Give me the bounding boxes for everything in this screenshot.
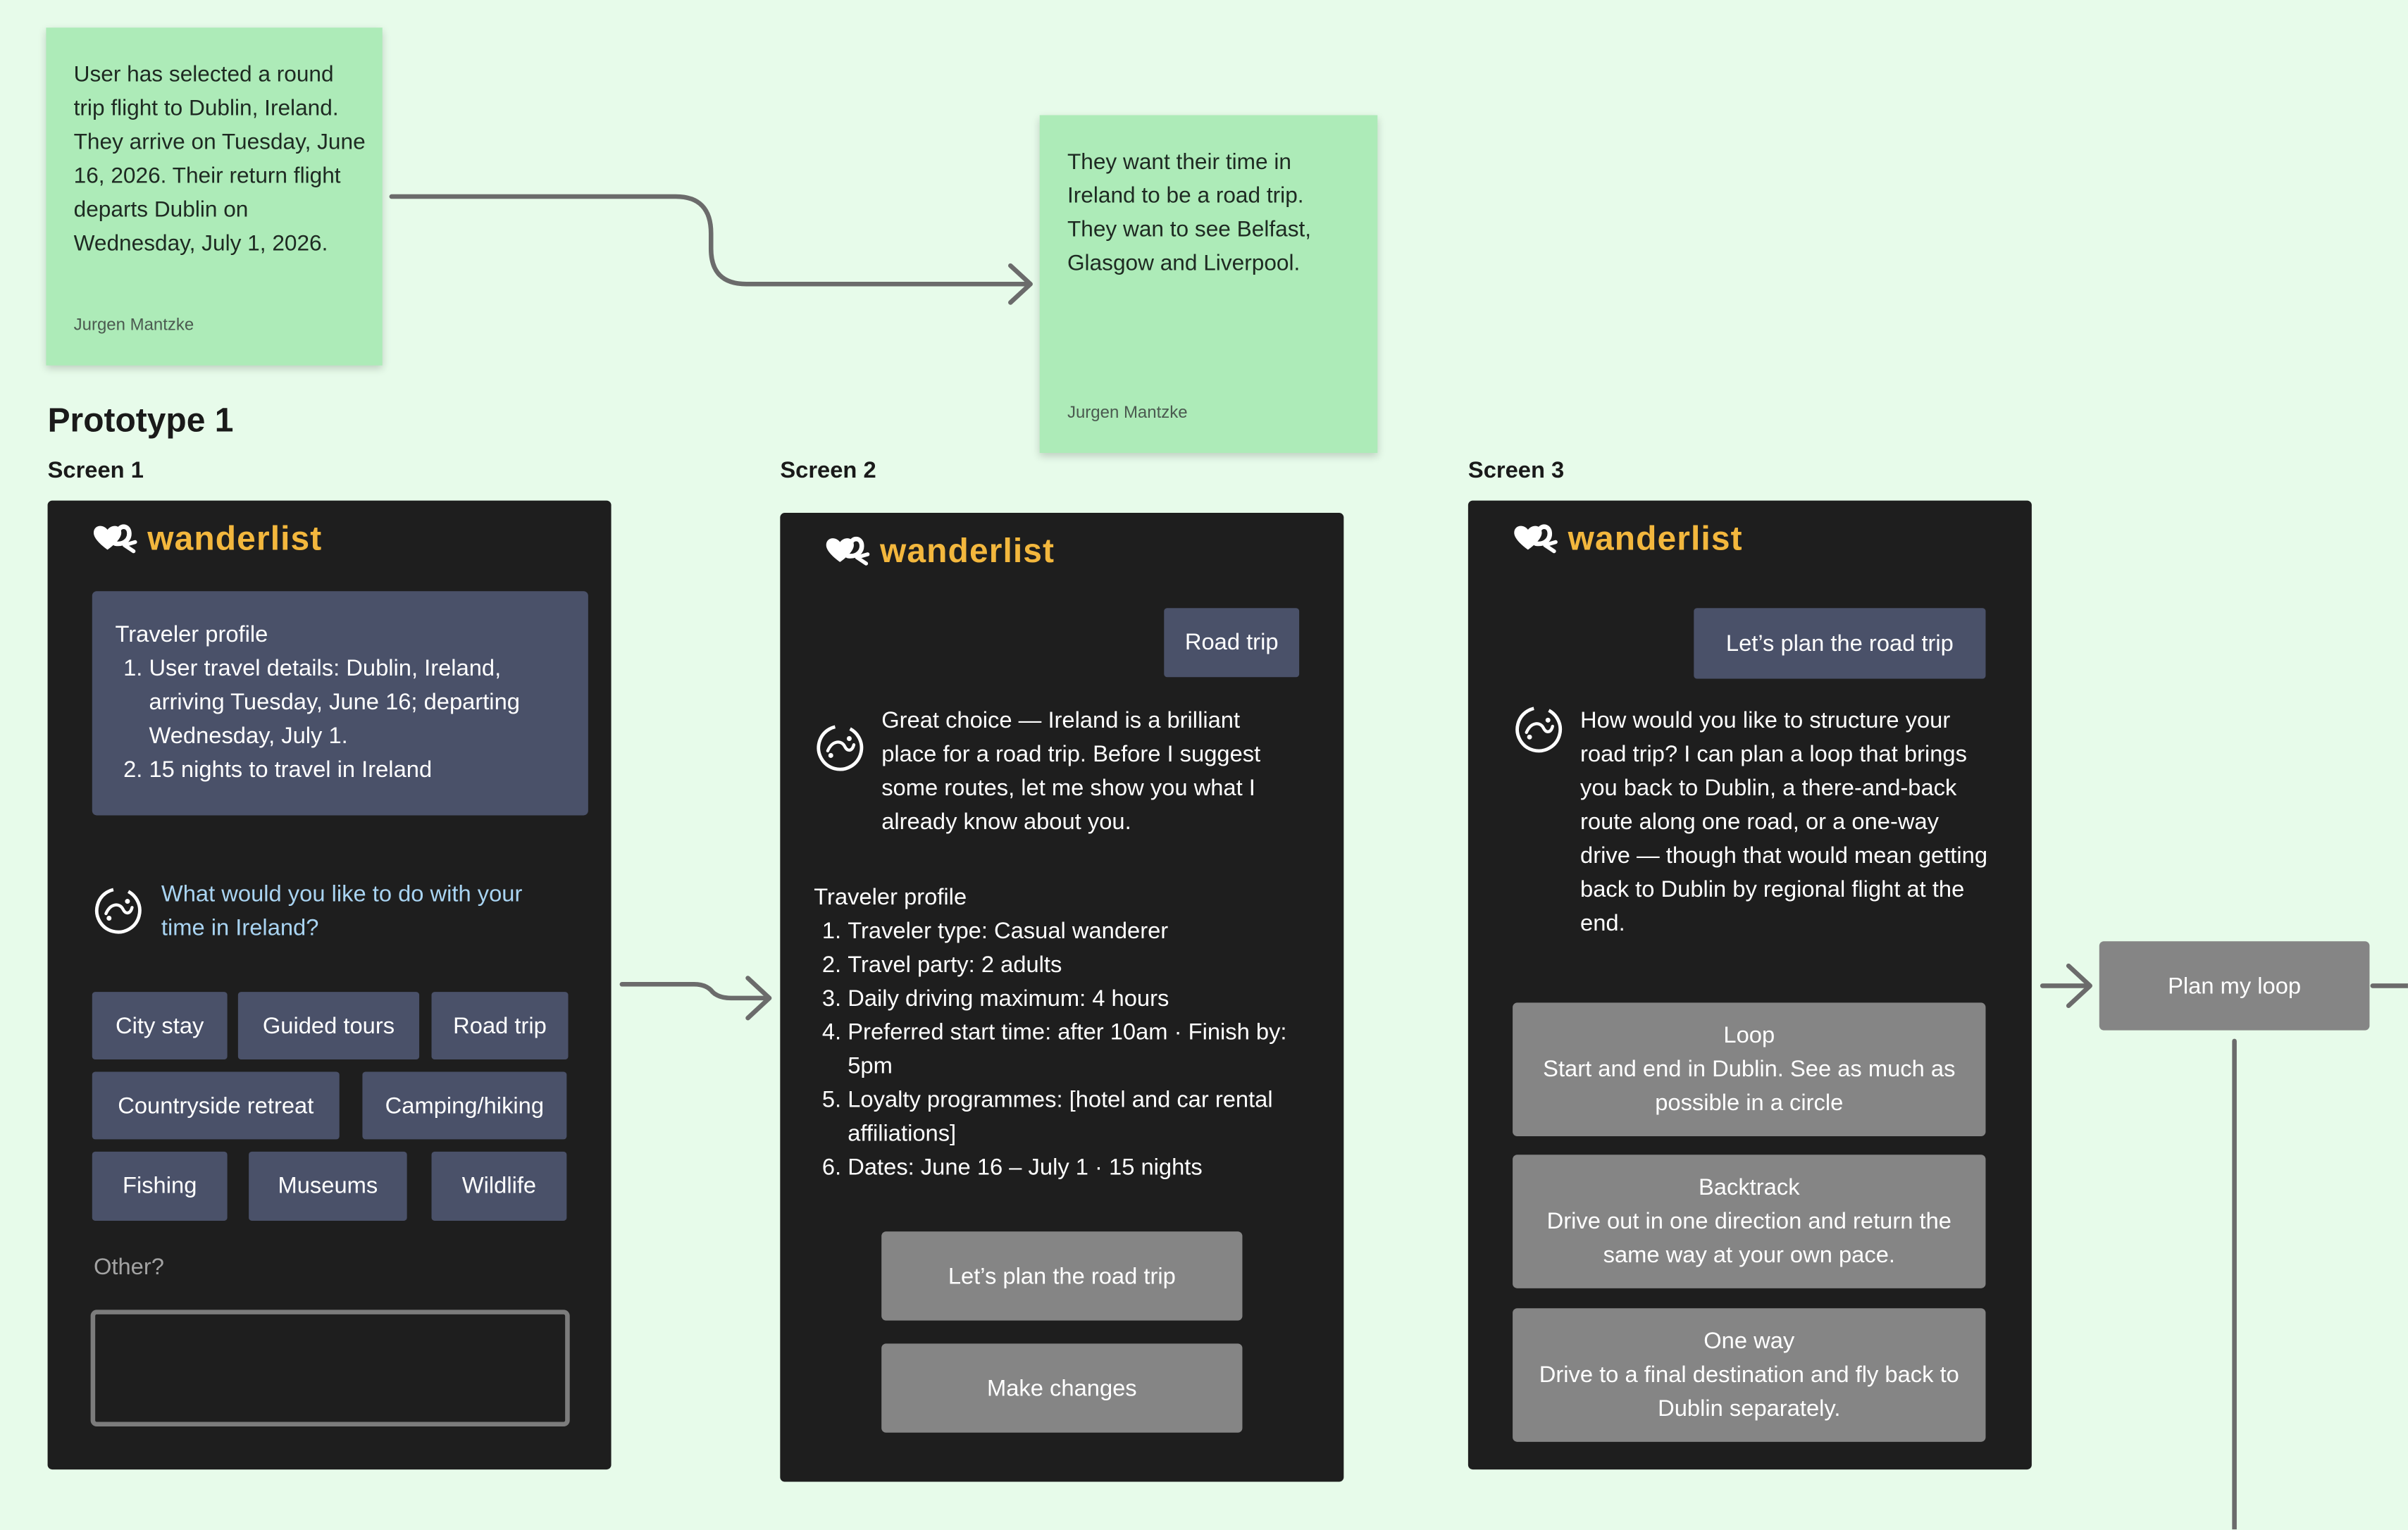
ai-question: What would you like to do with your time… [161,881,523,942]
sticky-note-text: They want their time in Ireland to be a … [1067,150,1312,277]
profile-item: Preferred start time: after 10am · Finis… [848,1016,1320,1084]
traveler-profile-card: Traveler profile User travel details: Du… [92,591,588,816]
brand-name: wanderlist [147,518,323,558]
profile-list: Traveler type: Casual wanderer Travel pa… [814,915,1320,1186]
brand-name: wanderlist [1568,518,1743,558]
screen-2-frame: wanderlist Road trip Great choice — Irel… [780,513,1344,1482]
option-title: One way [1703,1328,1795,1355]
option-backtrack[interactable]: Backtrack Drive out in one direction and… [1513,1155,1986,1288]
chip-camping-hiking[interactable]: Camping/hiking [362,1071,567,1140]
connector-screen1-to-screen2 [619,981,771,1001]
profile-title: Traveler profile [814,884,967,911]
screen-2-label: Screen 2 [780,457,876,484]
prototype-title: Prototype 1 [47,400,234,440]
profile-item: Traveler type: Casual wanderer [848,915,1320,949]
user-message-bubble: Let’s plan the road trip [1694,608,1986,679]
option-description: Drive to a final destination and fly bac… [1539,1362,1959,1422]
profile-item: Loyalty programmes: [hotel and car renta… [848,1084,1320,1152]
heart-arrow-logo-icon [1514,524,1558,554]
option-one-way[interactable]: One way Drive to a final destination and… [1513,1308,1986,1442]
ai-message: How would you like to structure your roa… [1580,707,1988,937]
ai-assistant-icon [817,724,864,771]
brand-name: wanderlist [880,531,1055,570]
chip-road-trip[interactable]: Road trip [431,992,569,1060]
option-description: Drive out in one direction and return th… [1546,1208,1951,1269]
option-title: Backtrack [1698,1174,1800,1201]
plan-my-loop-button[interactable]: Plan my loop [2099,941,2370,1031]
chip-guided-tours[interactable]: Guided tours [237,992,420,1060]
option-description: Start and end in Dublin. See as much as … [1543,1056,1956,1117]
ai-message: Great choice — Ireland is a brilliant pl… [881,707,1261,835]
profile-item: Dates: June 16 – July 1 · 15 nights [848,1152,1320,1186]
arrowhead-note2 [1008,263,1033,305]
profile-item: Daily driving maximum: 4 hours [848,983,1320,1016]
ai-assistant-icon [1515,706,1563,753]
chip-museums[interactable]: Museums [249,1151,407,1221]
option-title: Loop [1723,1022,1775,1049]
profile-title: Traveler profile [115,621,268,648]
sticky-note-author: Jurgen Mantzke [73,316,194,335]
other-input[interactable] [90,1310,570,1427]
sticky-note-flight-details[interactable]: User has selected a round trip flight to… [46,27,383,366]
connector-note1-to-note2 [389,194,1031,287]
traveler-profile-section: Traveler profile Traveler type: Casual w… [814,881,1320,1186]
screen-3-frame: wanderlist Let’s plan the road trip How … [1467,500,2032,1470]
brand-logo[interactable]: wanderlist [823,531,1055,571]
screen-1-label: Screen 1 [47,457,144,484]
profile-list: User travel details: Dublin, Ireland, ar… [115,652,578,788]
sticky-note-author: Jurgen Mantzke [1067,404,1188,423]
user-message-bubble: Road trip [1164,608,1300,678]
profile-item: Travel party: 2 adults [848,949,1320,983]
chip-countryside-retreat[interactable]: Countryside retreat [92,1071,340,1140]
arrowhead-screen2 [745,976,772,1021]
ai-assistant-icon [94,887,142,934]
sticky-note-text: User has selected a round trip flight to… [73,63,366,257]
make-changes-button[interactable]: Make changes [881,1343,1243,1433]
heart-arrow-logo-icon [93,524,137,554]
profile-item: User travel details: Dublin, Ireland, ar… [149,652,578,754]
option-loop[interactable]: Loop Start and end in Dublin. See as muc… [1513,1002,1986,1137]
brand-logo[interactable]: wanderlist [91,519,323,559]
profile-item: 15 nights to travel in Ireland [149,754,578,788]
screen-3-label: Screen 3 [1467,457,1565,484]
screen-1-frame: wanderlist Traveler profile User travel … [47,500,612,1470]
sticky-note-road-trip[interactable]: They want their time in Ireland to be a … [1039,115,1378,454]
other-label: Other? [93,1254,164,1281]
brand-logo[interactable]: wanderlist [1511,519,1743,559]
arrowhead-next [2066,963,2092,1009]
chip-fishing[interactable]: Fishing [92,1151,228,1221]
chip-wildlife[interactable]: Wildlife [431,1151,567,1221]
heart-arrow-logo-icon [826,536,870,566]
plan-road-trip-button[interactable]: Let’s plan the road trip [881,1231,1243,1321]
chip-city-stay[interactable]: City stay [92,992,228,1060]
